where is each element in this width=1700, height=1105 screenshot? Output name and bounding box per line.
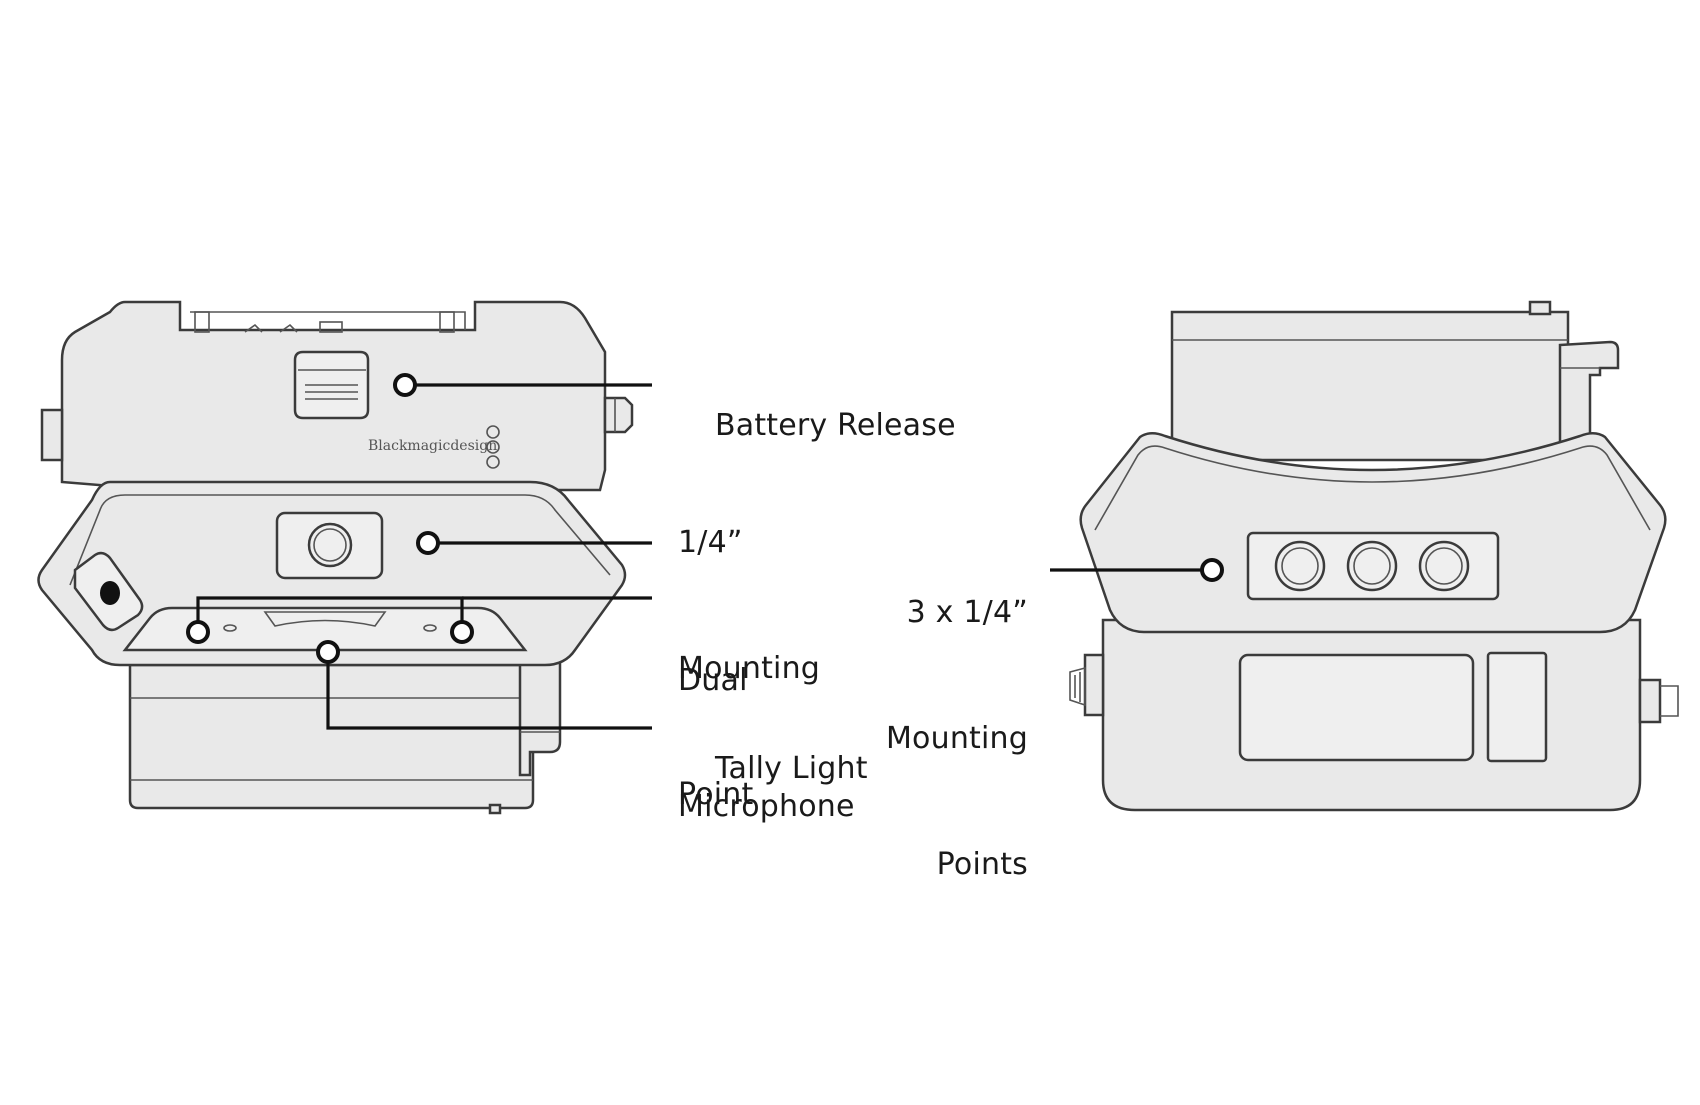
label-dual-microphone: Dual Microphone — [678, 576, 855, 912]
label-three-mount-line2: Mounting — [885, 721, 1028, 756]
label-battery-release: Battery Release — [676, 363, 956, 489]
label-three-mount: 3 x 1/4” Mounting Points — [860, 508, 1028, 970]
label-tally-light: Tally Light — [676, 706, 868, 832]
mic-tally-panel — [122, 606, 528, 652]
callout-quarter-mount-leader — [416, 531, 652, 555]
mount-hole-1[interactable] — [1274, 540, 1326, 592]
mount-hole-2[interactable] — [1346, 540, 1398, 592]
label-quarter-mount-line2: Mounting — [678, 651, 821, 686]
label-three-mount-line3: Points — [936, 847, 1028, 882]
label-quarter-mount: 1/4” Mounting Point — [678, 438, 820, 900]
left-side-tab — [518, 648, 562, 777]
quarter-inch-mount-hole[interactable] — [307, 522, 353, 568]
callout-dual-mic-leader — [186, 596, 652, 644]
right-right-connector — [1638, 678, 1662, 724]
right-top-ear — [1558, 340, 1620, 452]
right-side-connector — [603, 396, 634, 434]
label-quarter-mount-line1: 1/4” — [678, 525, 743, 560]
left-side-knob — [40, 408, 64, 462]
brand-logo: Blackmagicdesign — [368, 425, 500, 469]
label-battery-release-text: Battery Release — [714, 408, 956, 443]
left-device-view: Blackmagicdesign — [37, 300, 634, 815]
callout-three-mount-leader — [1050, 558, 1224, 582]
label-three-mount-line1: 3 x 1/4” — [906, 595, 1028, 630]
callout-tally-light-leader — [316, 640, 652, 730]
right-top-block — [1170, 310, 1570, 462]
svg-text:Blackmagicdesign: Blackmagicdesign — [368, 438, 497, 454]
callout-battery-release-leader — [393, 373, 652, 397]
mount-hole-3[interactable] — [1418, 540, 1470, 592]
label-dual-mic-line2: Microphone — [678, 789, 855, 824]
label-dual-mic-line1: Dual — [678, 663, 748, 698]
left-lower-body — [128, 663, 535, 810]
side-button[interactable] — [100, 581, 120, 605]
right-lower-slot — [1486, 651, 1548, 763]
right-left-connector — [1083, 653, 1105, 717]
label-quarter-mount-line3: Point — [678, 777, 754, 812]
right-lower-panel — [1238, 653, 1475, 762]
right-device-view — [1069, 300, 1679, 812]
label-tally-light-text: Tally Light — [714, 751, 868, 786]
